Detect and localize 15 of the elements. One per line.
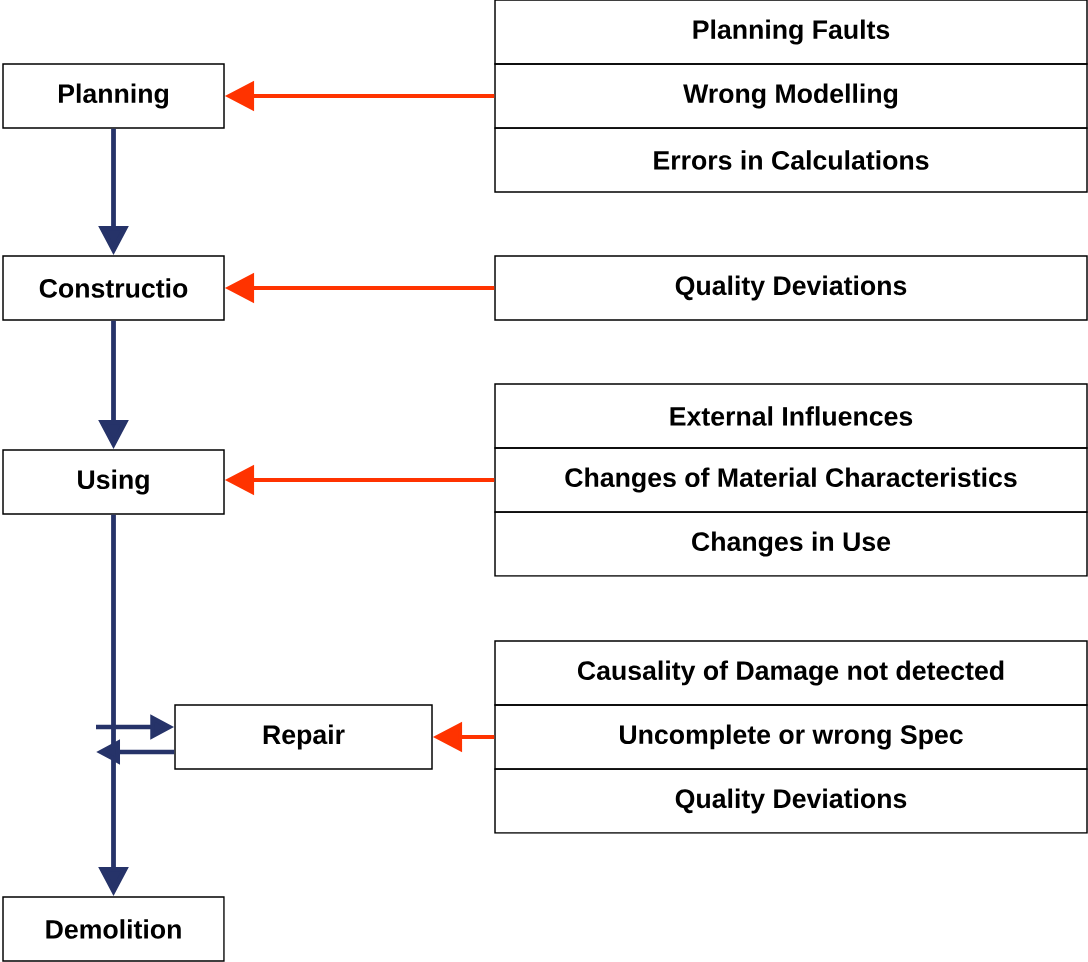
cause-box: Quality Deviations — [494, 768, 1088, 834]
process-box: Repair — [174, 704, 433, 770]
cause-box: Causality of Damage not detected — [494, 640, 1088, 706]
cause-box: Errors in Calculations — [494, 127, 1088, 193]
process-box: Constructio — [2, 255, 225, 321]
process-box: Demolition — [2, 896, 225, 962]
cause-box: Changes of Material Characteristics — [494, 447, 1088, 513]
cause-box: Changes in Use — [494, 511, 1088, 577]
process-box: Planning — [2, 63, 225, 129]
cause-box: Quality Deviations — [494, 255, 1088, 321]
cause-box: Wrong Modelling — [494, 63, 1088, 129]
cause-box: Planning Faults — [494, 0, 1088, 65]
cause-box: External Influences — [494, 383, 1088, 449]
process-box: Using — [2, 449, 225, 515]
cause-box: Uncomplete or wrong Spec — [494, 704, 1088, 770]
